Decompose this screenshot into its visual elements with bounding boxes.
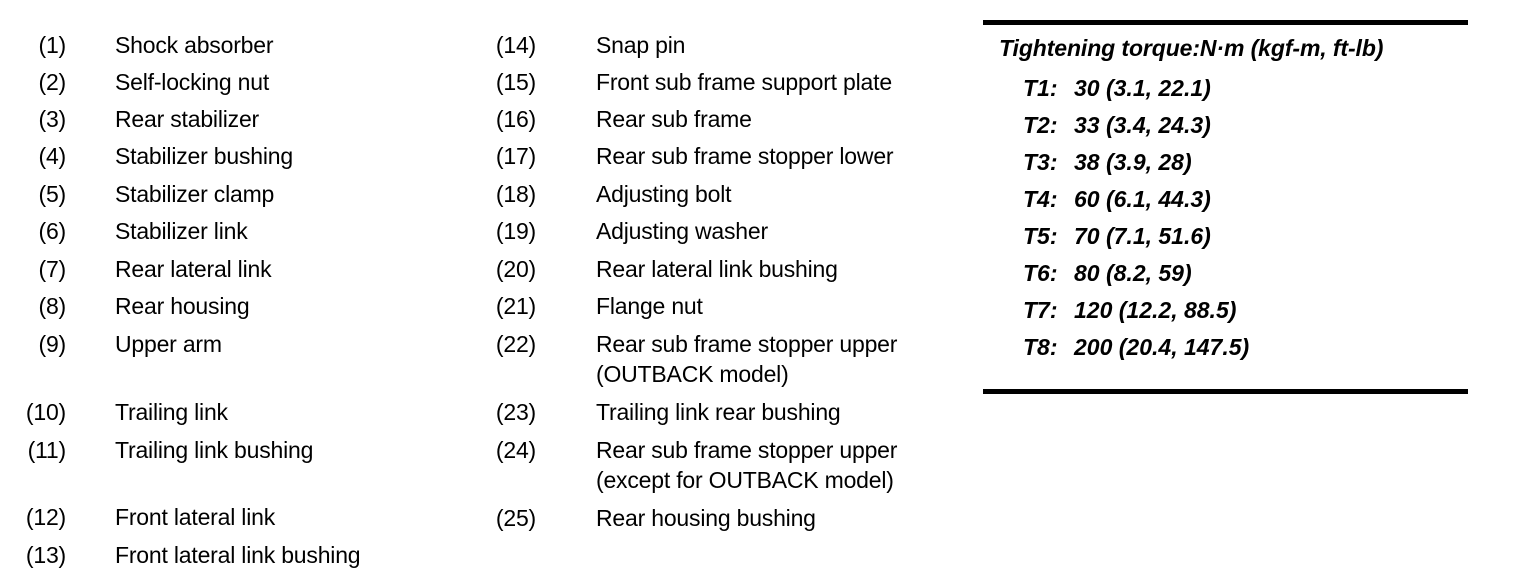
torque-value: 30 (3.1, 22.1) (1074, 75, 1211, 101)
legend-item-number: (1) (38, 32, 66, 58)
legend-item-label-line: Self-locking nut (115, 69, 270, 95)
legend-item-label-line: Rear sub frame stopper lower (596, 143, 894, 169)
torque-key: T6: (1023, 260, 1058, 286)
legend-item-label-line: Rear stabilizer (115, 106, 259, 132)
legend-item-label-line: Trailing link (115, 399, 228, 425)
legend-item-label: Rear housing (115, 291, 250, 321)
legend-item-label-line: Snap pin (596, 32, 686, 58)
legend-item-label: Stabilizer link (115, 216, 248, 246)
torque-key: T7: (1023, 297, 1058, 323)
table-rule-top (983, 20, 1468, 25)
legend-item-label-line: Stabilizer clamp (115, 181, 275, 207)
legend-item-label: Adjusting bolt (596, 179, 731, 209)
legend-item-label: Front lateral link bushing (115, 540, 361, 570)
legend-item-label-line: Flange nut (596, 293, 703, 319)
legend-item-number: (10) (25, 399, 66, 425)
legend-item-label-line: Shock absorber (115, 32, 274, 58)
legend-item-label-line: Stabilizer bushing (115, 143, 293, 169)
legend-item-label: Stabilizer clamp (115, 179, 274, 209)
legend-item-label: Front sub frame support plate (596, 67, 892, 97)
legend-item-label: Rear stabilizer (115, 104, 259, 134)
torque-value: 80 (8.2, 59) (1074, 260, 1192, 286)
legend-item-label-line: Rear housing bushing (596, 505, 816, 531)
legend-item-label-line: Front sub frame support plate (596, 69, 892, 95)
torque-key: T3: (1023, 149, 1058, 175)
legend-item-number: (3) (38, 106, 66, 132)
torque-key: T8: (1023, 334, 1058, 360)
torque-key: T5: (1023, 223, 1058, 249)
legend-item-label: Rear sub frame stopper lower (596, 141, 894, 171)
legend-item-number: (16) (495, 106, 536, 132)
legend-item-number: (24) (495, 437, 536, 463)
legend-item-label-line: Rear housing (115, 293, 250, 319)
torque-value: 60 (6.1, 44.3) (1074, 186, 1211, 212)
legend-item-number: (19) (495, 218, 536, 244)
legend-item-label-line: Adjusting bolt (596, 181, 732, 207)
torque-value: 33 (3.4, 24.3) (1074, 112, 1211, 138)
legend-item-label: Shock absorber (115, 30, 273, 60)
legend-item-number: (9) (38, 331, 66, 357)
torque-value: 120 (12.2, 88.5) (1074, 297, 1237, 323)
legend-item-label: Rear sub frame stopper upper (OUTBACK mod… (596, 329, 897, 389)
legend-item-label: Rear housing bushing (596, 503, 816, 533)
legend-item-number: (2) (38, 69, 66, 95)
legend-item-number: (15) (495, 69, 536, 95)
legend-item-number: (5) (38, 181, 66, 207)
torque-value: 70 (7.1, 51.6) (1074, 223, 1211, 249)
legend-item-label: Rear lateral link bushing (596, 254, 838, 284)
legend-item-label: Stabilizer bushing (115, 141, 293, 171)
legend-item-number: (12) (25, 504, 66, 530)
legend-item-label: Upper arm (115, 329, 222, 359)
legend-item-label: Trailing link bushing (115, 435, 313, 465)
legend-item-label: Rear sub frame stopper upper (except for … (596, 435, 897, 495)
legend-item-label: Front lateral link (115, 502, 275, 532)
legend-item-number: (22) (495, 331, 536, 357)
legend-item-label-line: Stabilizer link (115, 218, 248, 244)
legend-item-number: (20) (495, 256, 536, 282)
tightening-torque-table: Tightening torque:N·m (kgf-m, ft-lb) T1:… (983, 20, 1468, 394)
legend-item-label-line: Trailing link rear bushing (596, 399, 841, 425)
legend-item-label-line: (except for OUTBACK model) (596, 467, 894, 493)
torque-value: 200 (20.4, 147.5) (1074, 334, 1250, 360)
legend-item-label-line: Rear sub frame stopper upper (596, 437, 898, 463)
torque-key: T2: (1023, 112, 1058, 138)
legend-item-number: (8) (38, 293, 66, 319)
tightening-torque-title: Tightening torque:N·m (kgf-m, ft-lb) (999, 35, 1384, 61)
legend-item-number: (11) (27, 437, 67, 463)
legend-item-label-line: Rear lateral link (115, 256, 272, 282)
torque-key: T1: (1023, 75, 1058, 101)
legend-item-label-line: Trailing link bushing (115, 437, 314, 463)
legend-item-number: (21) (495, 293, 536, 319)
legend-item-label: Adjusting washer (596, 216, 768, 246)
table-rule-bottom (983, 389, 1468, 394)
legend-item-number: (14) (495, 32, 536, 58)
legend-item-label: Snap pin (596, 30, 685, 60)
legend-item-label-line: Upper arm (115, 331, 222, 357)
legend-item-label-line: Front lateral link bushing (115, 542, 361, 568)
legend-item-number: (25) (495, 505, 536, 531)
legend-item-number: (6) (38, 218, 66, 244)
legend-item-label: Trailing link (115, 397, 228, 427)
legend-item-label-line: Adjusting washer (596, 218, 768, 244)
legend-item-number: (17) (495, 143, 536, 169)
legend-item-number: (7) (38, 256, 66, 282)
legend-item-label: Rear lateral link (115, 254, 272, 284)
torque-key: T4: (1023, 186, 1058, 212)
legend-item-label: Trailing link rear bushing (596, 397, 841, 427)
legend-item-label-line: Rear lateral link bushing (596, 256, 838, 282)
torque-value: 38 (3.9, 28) (1074, 149, 1192, 175)
legend-item-number: (13) (25, 542, 66, 568)
legend-item-label: Self-locking nut (115, 67, 269, 97)
legend-item-number: (4) (38, 143, 66, 169)
legend-item-label: Flange nut (596, 291, 703, 321)
legend-item-label-line: (OUTBACK model) (596, 361, 789, 387)
legend-item-label-line: Rear sub frame (596, 106, 752, 132)
legend-item-number: (18) (495, 181, 536, 207)
legend-item-label-line: Rear sub frame stopper upper (596, 331, 898, 357)
legend-item-label: Rear sub frame (596, 104, 752, 134)
legend-item-number: (23) (495, 399, 536, 425)
legend-item-label-line: Front lateral link (115, 504, 276, 530)
